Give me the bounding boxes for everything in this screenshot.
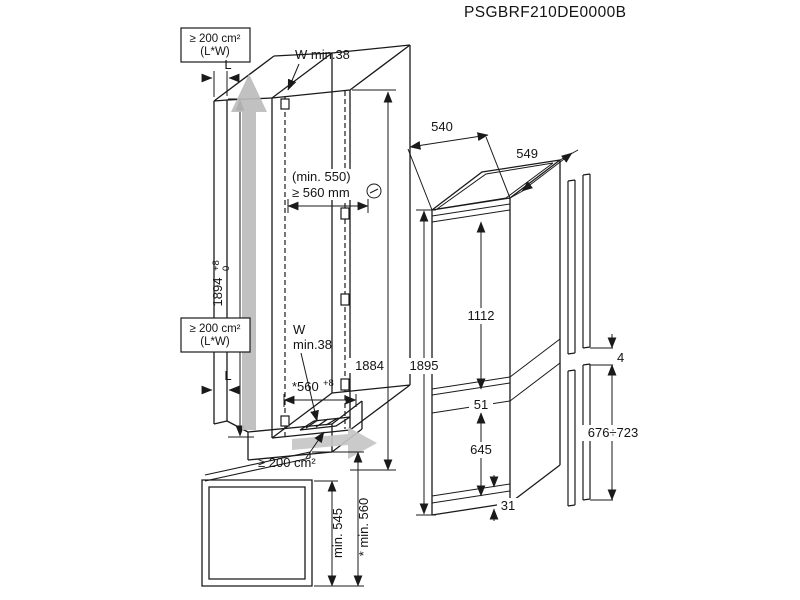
depth-required-label: ≥ 560 mm [292, 185, 350, 200]
niche-drawing [213, 44, 411, 461]
left-panel [213, 52, 333, 425]
airflow-arrow-up [231, 74, 267, 430]
dim-topview-depth-door-open: * min. 560 [312, 451, 371, 587]
drawing-code: PSGBRF210DE0000B [464, 4, 626, 21]
dim-appliance-height: 1895 [402, 209, 446, 516]
dim-base-depth: *560 +8 [283, 378, 357, 407]
label-mask [460, 308, 502, 324]
door-panels [567, 173, 591, 507]
dim-wall-clearance-mid: W min.38 [293, 322, 332, 422]
lower-door-label: 645 [470, 442, 492, 457]
hinge-bracket [340, 207, 350, 220]
panel-thickness-label: L [224, 57, 231, 72]
door-plane-dashed-lines [284, 91, 346, 436]
label-mask [497, 498, 519, 512]
mounting-bracket [280, 415, 290, 427]
dim-niche-height: 1894 +8 0 [210, 98, 254, 438]
bottom-clearance-label: 31 [501, 498, 515, 513]
label-mask [463, 442, 499, 458]
dim-panel-thickness-top: L [201, 57, 240, 97]
appliance-width-label: 540 [431, 119, 453, 134]
vent-box-line1: ≥ 200 cm² [189, 33, 240, 45]
panel-thickness-label: L [224, 368, 231, 383]
topview-depth-open-label: * min. 560 [356, 498, 371, 557]
upper-door-label: 1112 [468, 308, 495, 323]
dim-wall-clearance-top: W min.38 [287, 47, 350, 91]
lower-panel-height-label: 676÷723 [588, 425, 639, 440]
appliance-door-lines [431, 203, 561, 504]
top-view-cabinet [201, 479, 313, 587]
mounting-bracket [280, 98, 290, 110]
topview-depth-label: min. 545 [330, 508, 345, 558]
dim-panel-gap: 4 [590, 334, 624, 379]
label-mask [348, 358, 386, 373]
dim-line [409, 132, 489, 150]
dimensions: L W min.38 (min. 550) ≥ 560 mm 1884 [201, 47, 646, 587]
panel-gap-label: 4 [617, 350, 624, 365]
dim-door-gap: 51 [469, 375, 493, 427]
vent-slot [299, 416, 351, 431]
depth-note-label: (min. 550) [292, 169, 351, 184]
vent-box-line1: ≥ 200 cm² [189, 323, 240, 335]
vent-box-frame [180, 317, 251, 353]
base-depth-label: *560 [292, 379, 319, 394]
vent-note-box-mid: ≥ 200 cm² (L*W) [180, 317, 251, 353]
niche-height-label: 1894 +8 0 [210, 260, 232, 306]
wall-clearance-top-label: W min.38 [295, 47, 350, 62]
vent-box-line2: (L*W) [200, 46, 230, 58]
label-mask [287, 169, 369, 200]
ext-line [485, 136, 511, 199]
hinge-bracket [340, 378, 350, 391]
label-mask [469, 397, 493, 412]
appliance-height-label: 1895 [410, 358, 439, 373]
door-panels-drawing [567, 173, 591, 507]
airflow-arrow-bottom [292, 427, 377, 459]
door-gap-label: 51 [474, 397, 488, 412]
dim-niche-depth: (min. 550) ≥ 560 mm [287, 169, 382, 213]
dim-vent-bottom: ≥ 200 cm² [258, 431, 325, 470]
label-mask [580, 425, 646, 441]
niche-height-tol-plus: +8 [211, 260, 222, 271]
leader-arrow [305, 431, 325, 459]
dim-panel-thickness-mid: L [201, 368, 240, 395]
ext-line [407, 148, 433, 211]
vent-box-frame [180, 27, 251, 63]
leader-arrow [287, 63, 300, 91]
inner-height-label: 1884 [355, 358, 384, 373]
dim-lower-panel-height: 676÷723 [580, 364, 646, 501]
dim-lower-door: 645 [463, 412, 499, 497]
label-mask [402, 358, 446, 374]
fastener-slot [369, 188, 379, 194]
hinge-bracket [340, 293, 350, 306]
niche-height-tol-zero: 0 [221, 266, 232, 271]
dim-appliance-width: 540 [407, 119, 511, 211]
vent-bottom-label: ≥ 200 cm² [258, 455, 316, 470]
wall-clearance-mid-value: min.38 [293, 337, 332, 352]
dim-inner-height: 1884 [348, 89, 396, 471]
vent-box-line2: (L*W) [200, 336, 230, 348]
dim-upper-door: 1112 [460, 221, 502, 390]
top-view-drawing [201, 451, 313, 587]
vent-note-box-top: ≥ 200 cm² (L*W) [180, 27, 251, 63]
niche-height-value: 1894 [210, 278, 225, 307]
wall-clearance-mid-w: W [293, 322, 306, 337]
niche-opening [271, 44, 411, 439]
appliance-depth-label: 549 [516, 146, 538, 161]
appliance-drawing [431, 159, 561, 516]
dim-line [521, 152, 573, 192]
dim-appliance-depth: 549 [509, 146, 579, 199]
leader-arrow [300, 352, 319, 422]
dim-bottom-clearance: 31 [489, 475, 519, 521]
base-depth-tol: +8 [323, 378, 334, 389]
